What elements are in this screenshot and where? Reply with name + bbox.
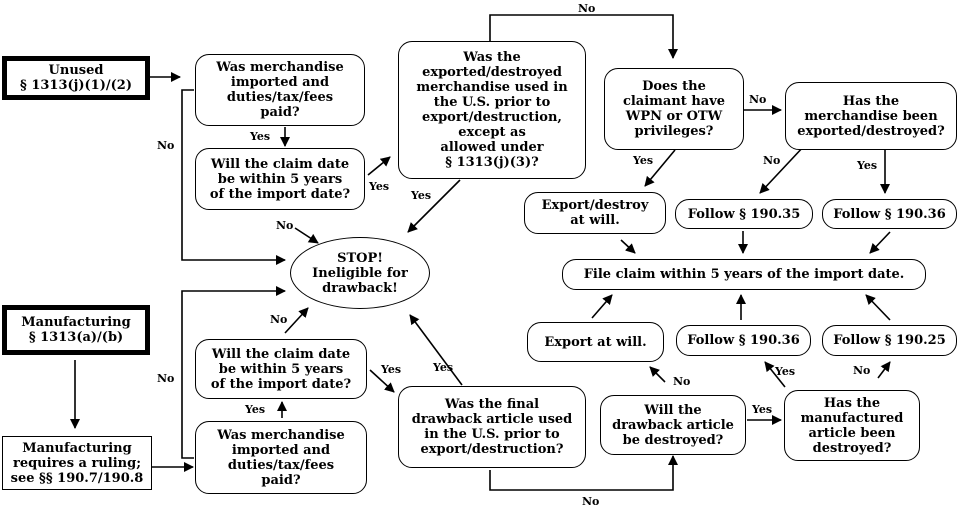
label-no-article-destroyed: No — [673, 375, 691, 388]
question-exported-used: Was the exported/destroyed merchandise u… — [398, 41, 586, 179]
label-no-claim-bottom: No — [270, 313, 288, 326]
arrow-claim-to-exported — [367, 156, 391, 176]
unused-box: Unused § 1313(j)(1)/(2) — [2, 56, 150, 100]
arrow-exported-yes-to-stop — [407, 179, 461, 233]
arrow-will-to-file — [620, 239, 636, 254]
label-no-left-top: No — [157, 139, 175, 152]
label-no-exported-destroyed: No — [763, 154, 781, 167]
arrow-19036-to-file — [869, 231, 891, 254]
arrow-wpn-yes — [644, 149, 676, 187]
question-claim-date-top: Will the claim date be within 5 years of… — [195, 148, 365, 210]
arrow-exp-no — [759, 144, 806, 194]
label-no-top: No — [578, 2, 596, 15]
stop-ineligible: STOP! Ineligible for drawback! — [290, 237, 430, 309]
label-yes-imported-top: Yes — [250, 130, 271, 143]
line-no-loop-top — [181, 89, 286, 265]
arrow-export-will-up — [591, 294, 613, 319]
label-no-manufactured: No — [853, 364, 871, 377]
label-no-claim-top: No — [276, 219, 294, 232]
label-no-left-bottom: No — [157, 372, 175, 385]
question-claim-date-bottom: Will the claim date be within 5 years of… — [195, 339, 367, 399]
question-final-article: Was the final drawback article used in t… — [398, 386, 586, 468]
question-article-destroyed: Will the drawback article be destroyed? — [600, 395, 746, 455]
line-final-no — [489, 455, 678, 491]
follow-190-36-top: Follow § 190.36 — [822, 199, 957, 229]
file-claim-box: File claim within 5 years of the import … — [562, 259, 926, 290]
export-destroy-at-will: Export/destroy at will. — [524, 192, 666, 234]
line-exported-no-to-wpn — [489, 14, 678, 59]
arrow-claimb-no-to-stop — [284, 307, 309, 334]
arrow-mfg-yes-up — [764, 361, 786, 388]
arrow-19025-up — [865, 294, 891, 321]
line-no-loop-bottom — [181, 286, 286, 459]
export-at-will: Export at will. — [527, 322, 664, 362]
label-yes-final-article: Yes — [433, 361, 454, 374]
label-yes-article-destroyed: Yes — [752, 403, 773, 416]
label-yes-exported-destroyed: Yes — [857, 159, 878, 172]
arrow-claim-no-to-stop — [294, 227, 319, 244]
label-yes-exported-used: Yes — [411, 189, 432, 202]
question-exported-destroyed: Has the merchandise been exported/destro… — [785, 82, 957, 150]
label-yes-claim-bottom: Yes — [381, 363, 402, 376]
label-no-wpn: No — [749, 93, 767, 106]
manufacturing-box: Manufacturing § 1313(a)/(b) — [2, 305, 150, 355]
follow-190-25: Follow § 190.25 — [822, 325, 957, 356]
label-yes-imported-bottom: Yes — [245, 403, 266, 416]
manufacturing-ruling-box: Manufacturing requires a ruling; see §§ … — [2, 436, 152, 490]
arrow-destroyed-no-up — [649, 366, 666, 383]
label-yes-wpn: Yes — [633, 154, 654, 167]
arrow-claimb-yes — [369, 369, 395, 393]
arrow-final-yes-to-stop — [409, 314, 463, 386]
question-wpn-otw: Does the claimant have WPN or OTW privil… — [604, 68, 744, 150]
arrow-mfg-no-up — [877, 361, 891, 379]
label-no-bottom: No — [582, 495, 600, 508]
follow-190-36-bottom: Follow § 190.36 — [676, 325, 811, 356]
question-imported-bottom: Was merchandise imported and duties/tax/… — [195, 421, 367, 494]
label-yes-claim-top: Yes — [369, 180, 390, 193]
label-yes-manufactured: Yes — [775, 365, 796, 378]
follow-190-35: Follow § 190.35 — [675, 199, 813, 229]
question-imported-top: Was merchandise imported and duties/tax/… — [195, 54, 365, 126]
question-manufactured-destroyed: Has the manufactured article been destro… — [784, 390, 920, 461]
